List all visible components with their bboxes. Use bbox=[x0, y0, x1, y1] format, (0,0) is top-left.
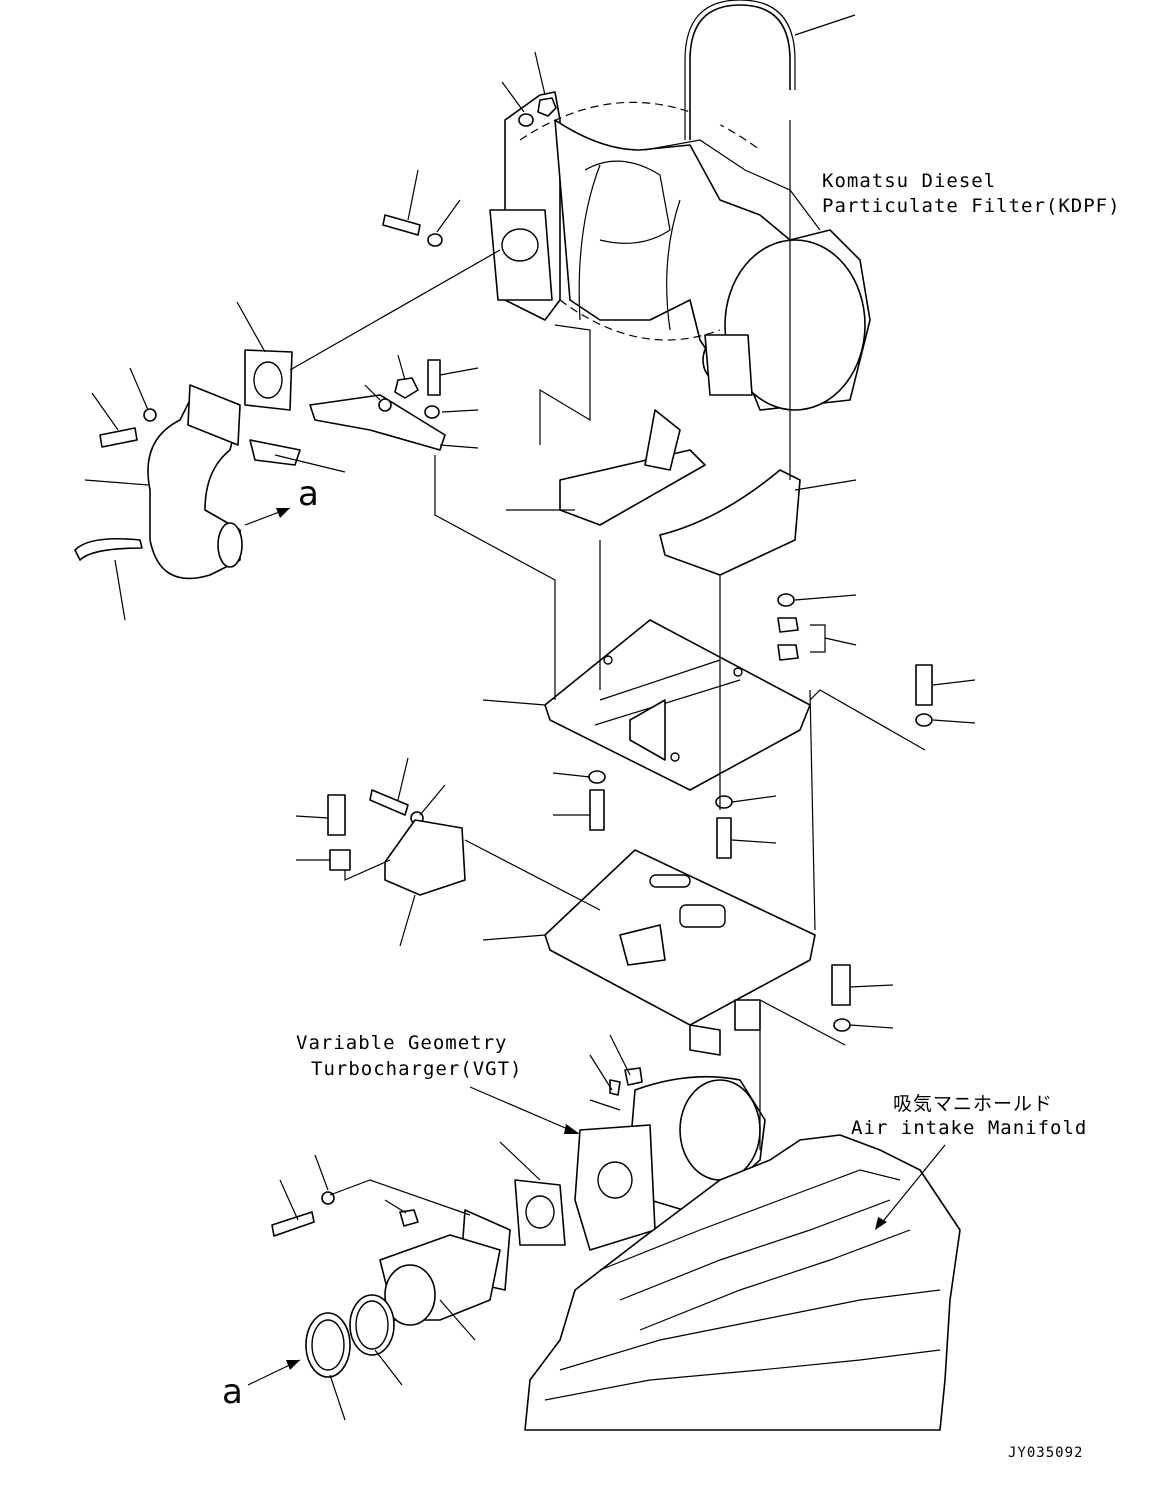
manifold-label-jp: 吸気マニホールド bbox=[893, 1093, 1054, 1115]
drawing-id: JY035092 bbox=[1008, 1445, 1084, 1461]
exhaust-elbow-pipe bbox=[74, 349, 301, 580]
vgt-label-line2: Turbocharger(VGT) bbox=[311, 1058, 523, 1080]
right-fasteners bbox=[777, 593, 933, 727]
kdpf-label-line2: Particulate Filter(KDPF) bbox=[822, 195, 1121, 217]
upper-mounting-plate bbox=[544, 619, 811, 791]
leader-lines bbox=[84, 14, 976, 1421]
kdpf-filter-assembly bbox=[489, 0, 871, 411]
lower-mounting-plate bbox=[544, 849, 851, 1056]
view-a-label-top: a bbox=[298, 474, 319, 514]
view-a-label-bottom: a bbox=[222, 1372, 243, 1412]
manifold-label-en: Air intake Manifold bbox=[851, 1117, 1088, 1139]
engine-block bbox=[524, 1134, 961, 1431]
filter-mount-saddles bbox=[559, 409, 801, 576]
kdpf-fasteners bbox=[382, 97, 557, 247]
support-bracket-left bbox=[309, 359, 446, 451]
lower-bracket bbox=[384, 819, 466, 896]
kdpf-label-line1: Komatsu Diesel bbox=[822, 170, 997, 192]
intake-pipe-and-clamps bbox=[271, 1179, 566, 1378]
middle-fasteners bbox=[327, 770, 733, 871]
vgt-label-line1: Variable Geometry bbox=[296, 1032, 508, 1054]
